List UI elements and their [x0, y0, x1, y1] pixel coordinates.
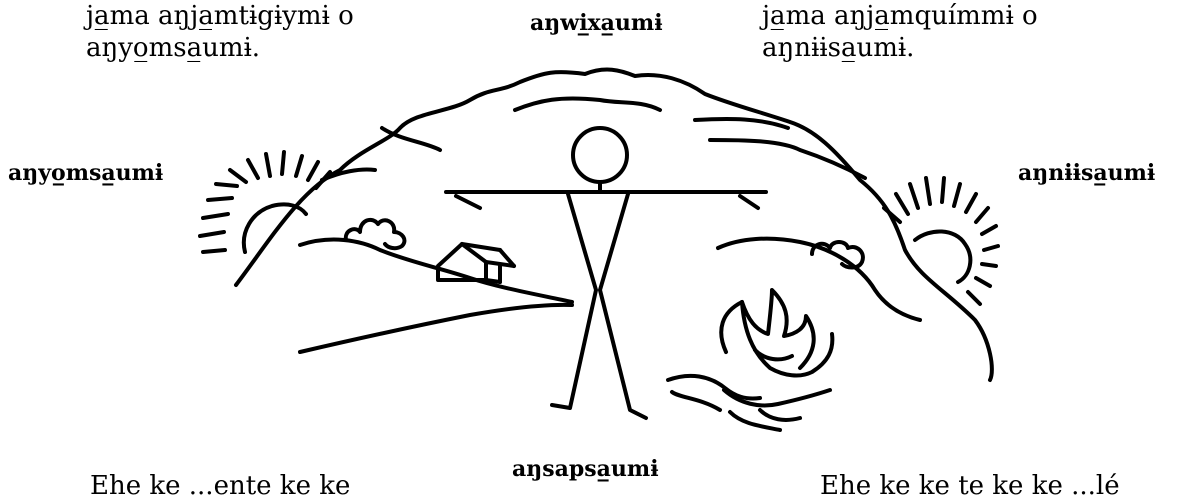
- house-icon: [438, 244, 514, 282]
- rising-sun-icon: [200, 152, 330, 252]
- scene-drawing: [0, 0, 1187, 485]
- bush-icon: [346, 220, 405, 248]
- stick-figure-icon: [446, 128, 766, 418]
- fire-icon: [668, 290, 832, 430]
- mountain-icon: [236, 70, 992, 380]
